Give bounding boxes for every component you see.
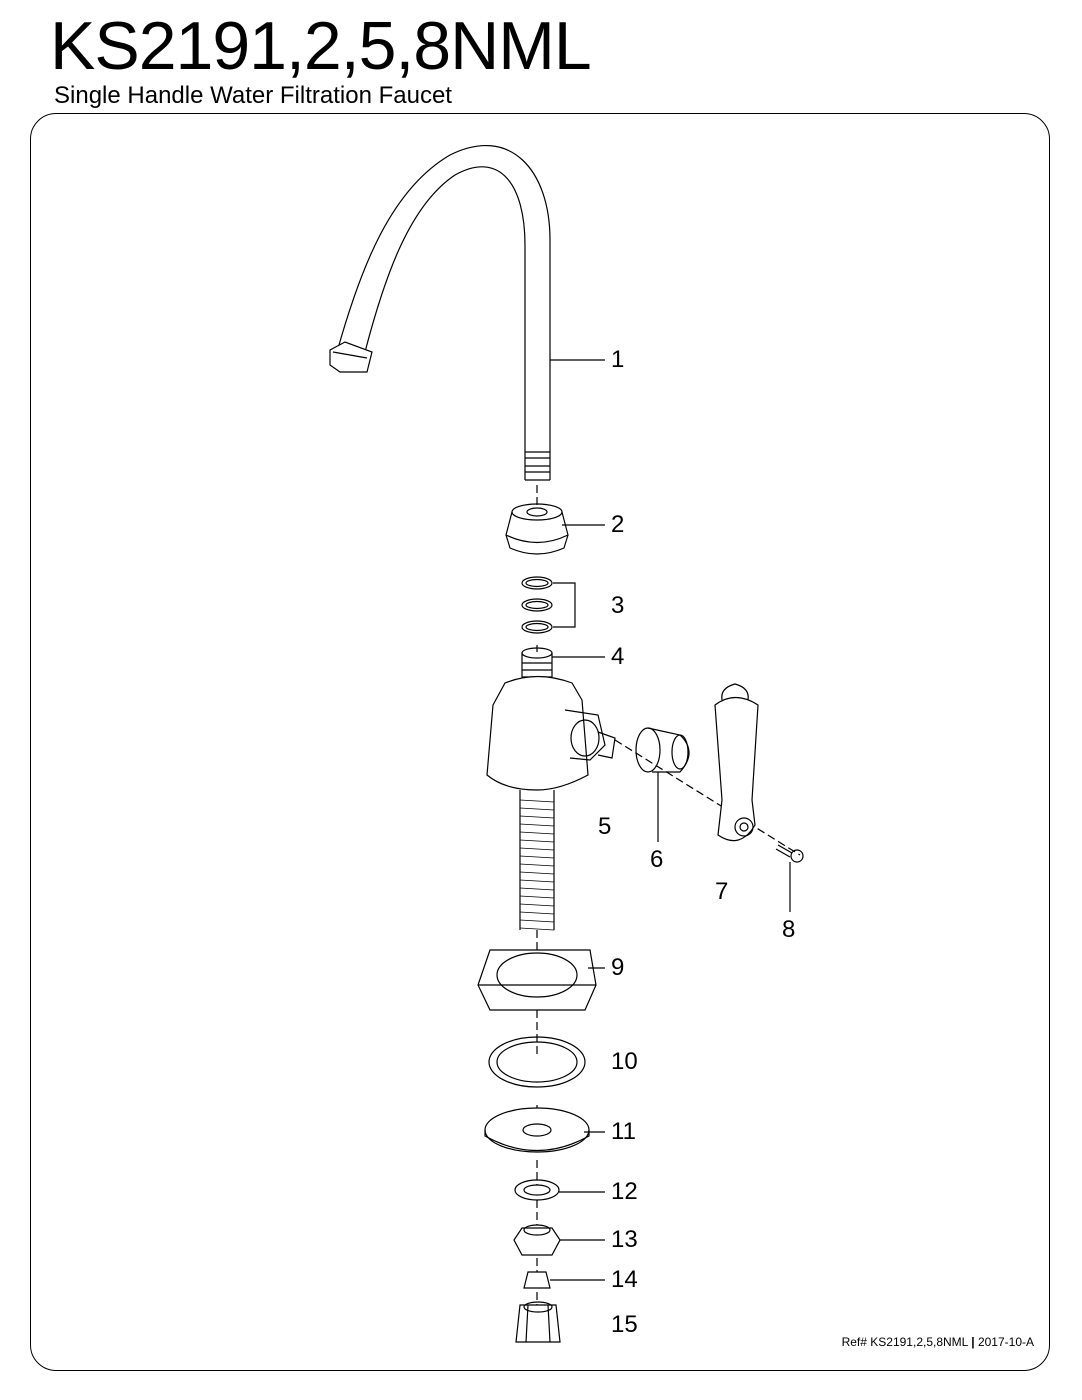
callout-10: 10 — [611, 1048, 638, 1075]
callout-4: 4 — [611, 643, 625, 670]
revision-code: 2017-10-A — [977, 1335, 1034, 1349]
callout-1: 1 — [611, 346, 625, 373]
part-2-nut — [505, 503, 569, 555]
part-11-base-plate — [484, 1107, 590, 1153]
reference-separator: | — [971, 1335, 975, 1349]
threaded-shank — [519, 799, 555, 931]
part-9-mounting-nut — [477, 949, 597, 1011]
part-13-hex-nut — [513, 1224, 561, 1256]
callout-15: 15 — [611, 1311, 638, 1338]
reference-number: Ref# KS2191,2,5,8NML — [841, 1335, 968, 1349]
part-14-ferrule — [523, 1271, 551, 1289]
callout-2: 2 — [611, 511, 625, 538]
part-6-cap — [635, 727, 690, 773]
handle-axis-line — [614, 739, 801, 856]
reference-footer: Ref# KS2191,2,5,8NML | 2017-10-A — [842, 1335, 1034, 1349]
callout-7: 7 — [715, 878, 729, 905]
leader-lines — [550, 359, 791, 1281]
part-10-gasket — [488, 1036, 586, 1088]
callout-3: 3 — [611, 592, 625, 619]
product-description: Single Handle Water Filtration Faucet — [54, 82, 452, 109]
callout-9: 9 — [611, 954, 625, 981]
part-3-o-rings — [521, 576, 553, 634]
part-5-faucet-body — [486, 647, 616, 930]
part-8-screw — [775, 844, 804, 863]
diagram-frame — [30, 113, 1050, 1371]
part-1-spout — [329, 145, 551, 481]
part-15-compression-nut — [515, 1301, 561, 1343]
part-12-lock-washer — [514, 1179, 560, 1201]
callout-6: 6 — [650, 846, 664, 873]
callout-5: 5 — [598, 813, 612, 840]
callout-14: 14 — [611, 1266, 638, 1293]
part-7-lever-handle — [714, 683, 759, 842]
callout-8: 8 — [782, 916, 796, 943]
model-number-title: KS2191,2,5,8NML — [50, 8, 592, 84]
callout-11: 11 — [611, 1118, 636, 1145]
callout-13: 13 — [611, 1226, 638, 1253]
callout-12: 12 — [611, 1178, 638, 1205]
